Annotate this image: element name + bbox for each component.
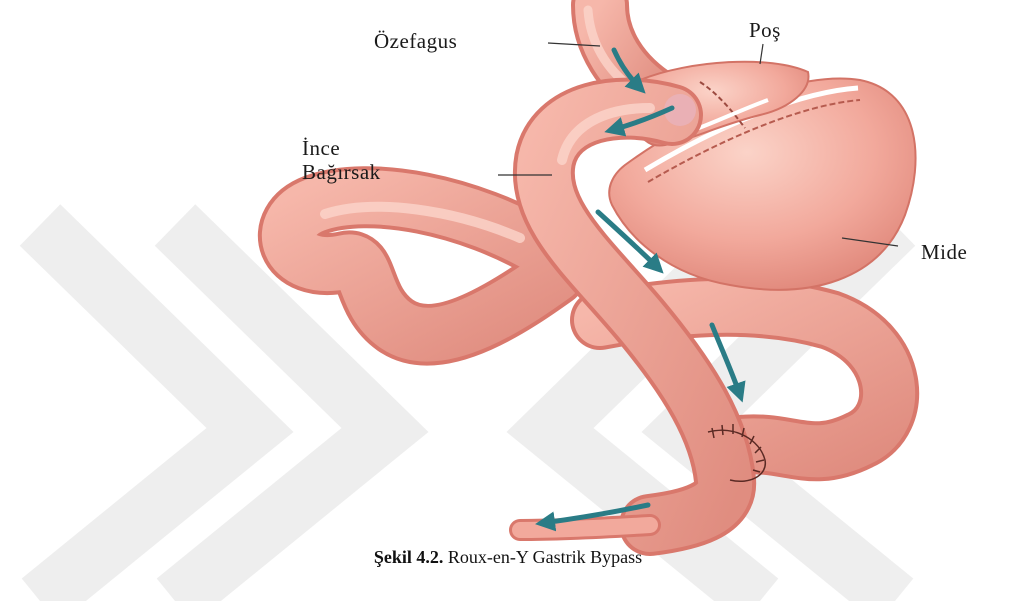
label-small-intestine-line1: İnce bbox=[302, 138, 340, 159]
label-small-intestine-line2: Bağırsak bbox=[302, 162, 381, 183]
figure-caption: Şekil 4.2. Roux-en-Y Gastrik Bypass bbox=[0, 547, 1016, 568]
biliopancreatic-limb bbox=[289, 197, 555, 334]
label-stomach: Mide bbox=[921, 242, 967, 263]
label-pouch: Poş bbox=[749, 20, 781, 41]
caption-text: Roux-en-Y Gastrik Bypass bbox=[448, 547, 642, 567]
label-esophagus: Özefagus bbox=[374, 31, 457, 52]
caption-number: Şekil 4.2. bbox=[374, 547, 444, 567]
leader-pos bbox=[760, 44, 763, 64]
